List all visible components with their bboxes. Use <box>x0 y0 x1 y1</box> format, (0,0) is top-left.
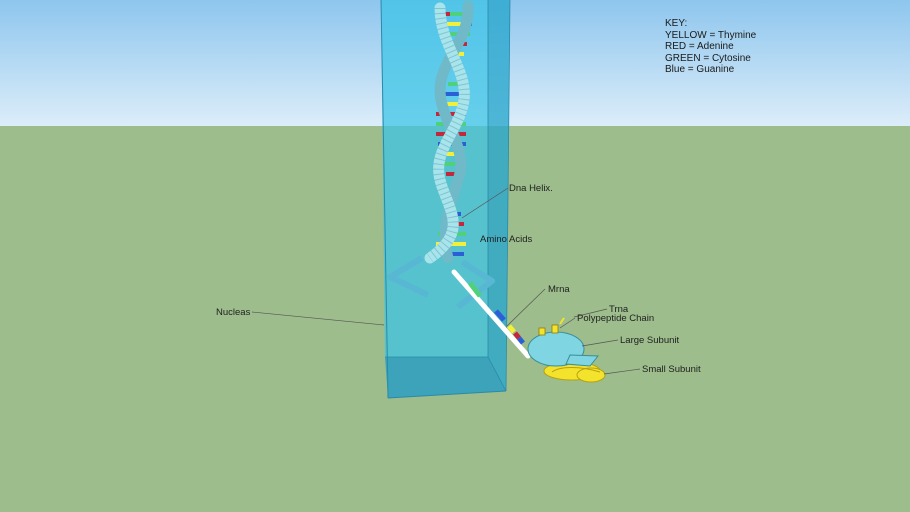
label-polypeptide-chain: Polypeptide Chain <box>577 313 654 324</box>
key-item-cytosine: GREEN = Cytosine <box>665 52 751 64</box>
nucleus-bottom-face <box>385 357 506 398</box>
key-item-adenine: RED = Adenine <box>665 41 734 53</box>
label-small-subunit: Small Subunit <box>642 364 701 375</box>
ribosome <box>527 317 606 383</box>
leader-lines <box>251 187 641 375</box>
label-amino-acids: Amino Acids <box>480 234 533 245</box>
color-key: KEY: YELLOW = Thymine RED = Adenine GREE… <box>665 18 756 76</box>
mrna-strand <box>451 269 531 359</box>
nucleus-side-face <box>488 0 510 391</box>
dna-helix <box>424 0 474 264</box>
key-title: KEY: <box>665 18 688 29</box>
label-nucleas: Nucleas <box>216 307 251 318</box>
label-trna: Trna <box>609 304 629 315</box>
large-subunit <box>527 331 600 367</box>
trna-molecules <box>538 317 565 336</box>
key-item-thymine: YELLOW = Thymine <box>665 29 757 41</box>
helix-strand-front <box>424 2 470 264</box>
key-item-guanine: Blue = Guanine <box>665 64 735 76</box>
label-large-subunit: Large Subunit <box>620 335 680 346</box>
small-subunit <box>543 361 606 383</box>
rna-fork <box>387 255 495 310</box>
label-dna-helix: Dna Helix. <box>509 183 553 194</box>
label-mrna: Mrna <box>548 284 570 295</box>
